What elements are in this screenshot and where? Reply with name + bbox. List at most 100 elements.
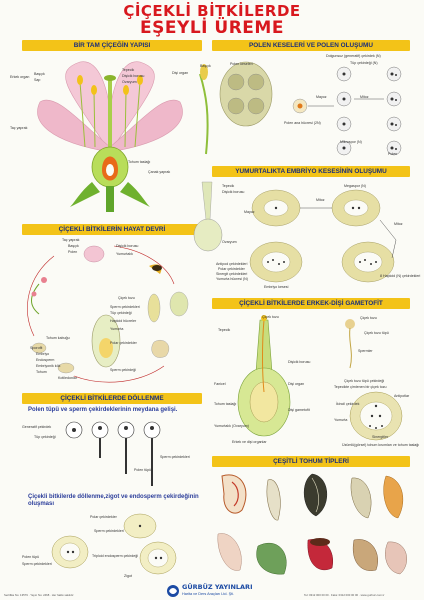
lifecycle-label-8: Haploid hücreler: [110, 319, 137, 323]
gamet-label-0: Çiçek tozu: [262, 315, 279, 319]
fert-label-2: Sperm çekirdekleri: [160, 455, 190, 459]
embryo-sac-diagram: [193, 181, 397, 283]
embryo-label-8: Polar çekirdekler: [218, 267, 245, 271]
gamet-label-9: Çiçek tozu: [360, 316, 377, 320]
fert-label-5: Sperm çekirdekleri: [94, 529, 124, 533]
gamet-label-11: Spermler: [358, 349, 373, 353]
fert-label-0: Generatif çekirdek: [22, 425, 52, 429]
seed-hazel: [352, 539, 378, 571]
fertilization-subtitle-1: Polen tüpü ve sperm çekirdeklerinin meyd…: [28, 407, 178, 413]
flower-section-header: BİR TAM ÇİÇEĞİN YAPISI: [22, 40, 202, 51]
seed-bean-cross-section: [221, 474, 247, 514]
pollen-label-0: Başçık: [200, 64, 211, 68]
gamet-label-8: Erkek ve dişi organlar: [232, 440, 267, 444]
gamet-label-17: Sinergitler: [372, 435, 389, 439]
flower-label-6: Erkek organ: [10, 75, 30, 79]
seed-grain: [304, 473, 328, 517]
pollen-label-4: Mayoz: [316, 95, 327, 99]
seed-types-illustration: [217, 473, 407, 575]
gametophyte-diagram: [237, 315, 403, 441]
gamet-label-10: Çiçek tozu tüpü: [364, 331, 389, 335]
gametophyte-section-header: ÇİÇEKLİ BİTKİLERDE ERKEK-DİŞİ GAMETOFİT: [212, 298, 410, 309]
lifecycle-label-5: Çiçek tozu: [118, 296, 135, 300]
lifecycle-label-13: Endosperm: [36, 358, 55, 362]
pollen-label-3: Tüp çekirdeği (N): [350, 61, 378, 65]
seed-shell: [385, 541, 407, 575]
pollen-section-header: POLEN KESELERİ VE POLEN OLUŞUMU: [212, 40, 410, 51]
lifecycle-label-18: Sperm çekirdeği: [110, 368, 136, 372]
lifecycle-label-12: Embriyo: [36, 352, 50, 356]
seed-corn: [383, 475, 404, 519]
flower-label-8: Tohum taslağı: [128, 160, 151, 164]
fert-label-9: Zigot: [124, 574, 132, 578]
seed-wing: [217, 533, 242, 571]
seeds-section-header: ÇEŞİTLİ TOHUM TİPLERİ: [212, 456, 410, 467]
footer-right-text: Tel: 0312 000 00 00 · Faks: 0312 000 00 …: [304, 593, 385, 597]
publisher-logo-icon: [167, 585, 179, 597]
seed-leafy: [256, 542, 287, 575]
gamet-label-1: Tepecik: [218, 328, 231, 332]
gamet-label-6: Dişi gametofit: [288, 408, 310, 412]
lifecycle-label-9: Yumurta: [110, 327, 124, 331]
gamet-label-5: Tohum taslağı: [214, 402, 237, 406]
lifecycle-label-4: Yumurtalık: [116, 252, 133, 256]
embryo-label-0: Tepecik: [222, 184, 235, 188]
gamet-label-3: Fanicel: [214, 382, 226, 386]
flower-label-1: Dişicik borusu: [122, 74, 145, 78]
embryo-label-1: Dişicik borusu: [222, 190, 245, 194]
fert-label-8: Triploid endosperm çekirdeği: [92, 554, 139, 558]
flower-label-4: Başçık: [34, 72, 45, 76]
pollen-label-6: Polen ana hücresi (2N): [284, 121, 321, 125]
pollen-label-2: Dolgunsuz (generatif) çekirdek (N): [326, 54, 381, 58]
embryo-label-11: Embriyo kesesi: [264, 285, 289, 289]
publisher-subtitle: Harita ve Ders Araçları Ltd. Şti.: [182, 592, 235, 596]
flower-label-9: Çanak yaprak: [148, 170, 171, 174]
flower-label-5: Sap: [34, 78, 41, 82]
fert-label-7: Sperm çekirdekleri: [22, 562, 52, 566]
embryo-label-6: Mitoz: [394, 222, 403, 226]
lifecycle-label-3: Polen: [68, 250, 78, 254]
lifecycle-label-15: Tohum: [36, 370, 47, 374]
embryo-label-4: Mayoz: [244, 210, 255, 214]
embryo-label-10: Yumurta hücresi (N): [216, 277, 248, 281]
lifecycle-label-16: Kotiledonlar: [58, 376, 77, 380]
seed-cherry: [307, 538, 334, 571]
gamet-label-13: Tepecikte çimlenen bir çiçek tozu: [334, 385, 387, 389]
fertilization-pollen-tubes: [65, 421, 161, 486]
flower-label-3: Ovaryum: [122, 80, 137, 84]
embryo-label-7: Antipod çekirdekleri: [216, 262, 248, 266]
gamet-label-15: İkincil çekirdek: [336, 402, 360, 406]
fertilization-section-header: ÇİÇEKLİ BİTKİLERDE DÖLLENME: [22, 393, 202, 404]
seed-pod: [266, 479, 281, 521]
lifecycle-label-11: Sporofit: [30, 346, 43, 350]
embryo-sac-section-header: YUMURTALIKTA EMBRİYO KESESİNİN OLUŞUMU: [212, 166, 410, 177]
gamet-label-18: Üzümlü(görsel) tohum kısımları ve tohum …: [342, 443, 420, 447]
lifecycle-label-6: Sperm çekirdekleri: [110, 305, 140, 309]
embryo-label-5: Ovaryum: [222, 240, 237, 244]
lifecycle-label-2: Dişicik borusu: [116, 244, 139, 248]
gamet-label-4: Dişi organ: [288, 382, 305, 386]
fert-label-3: Polen tüpü: [134, 468, 152, 472]
pollen-label-1: Polen keseleri: [230, 62, 253, 66]
flower-label-2: Dişi organ: [172, 71, 189, 75]
pollen-label-7: Mikrospor (N): [340, 140, 362, 144]
pollen-label-5: Mitoz: [360, 95, 369, 99]
embryo-label-9: Sinergit çekirdekleri: [216, 272, 248, 276]
lifecycle-label-0: Taç yaprak: [62, 238, 80, 242]
fert-label-6: Polen tüpü: [22, 555, 40, 559]
flower-label-7: Taç yaprak: [10, 126, 28, 130]
gamet-label-16: Yumurta: [334, 418, 348, 422]
lifecycle-diagram: [27, 245, 189, 383]
poster-title-line2: EŞEYLİ ÜREME: [140, 18, 284, 38]
lifecycle-label-1: Başçık: [68, 244, 79, 248]
lifecycle-label-10: Tohum kabuğu: [46, 336, 70, 340]
lifecycle-label-14: Embriyonik kök: [36, 364, 61, 368]
embryo-label-2: Megaspor (N): [344, 184, 366, 188]
fertilization-ovule-diagram: [51, 513, 177, 575]
gamet-label-7: Yumurtalık (Ovaryum): [214, 424, 249, 428]
gamet-label-2: Dişicik borusu: [288, 360, 311, 364]
footer-left-text: Sertifika No: 13579 · Yayın No: 2468 · H…: [4, 593, 74, 597]
lifecycle-label-17: Polar çekirdekler: [110, 341, 137, 345]
pollen-diagram: [199, 61, 402, 156]
gamet-label-14: Antipotlar: [394, 394, 410, 398]
